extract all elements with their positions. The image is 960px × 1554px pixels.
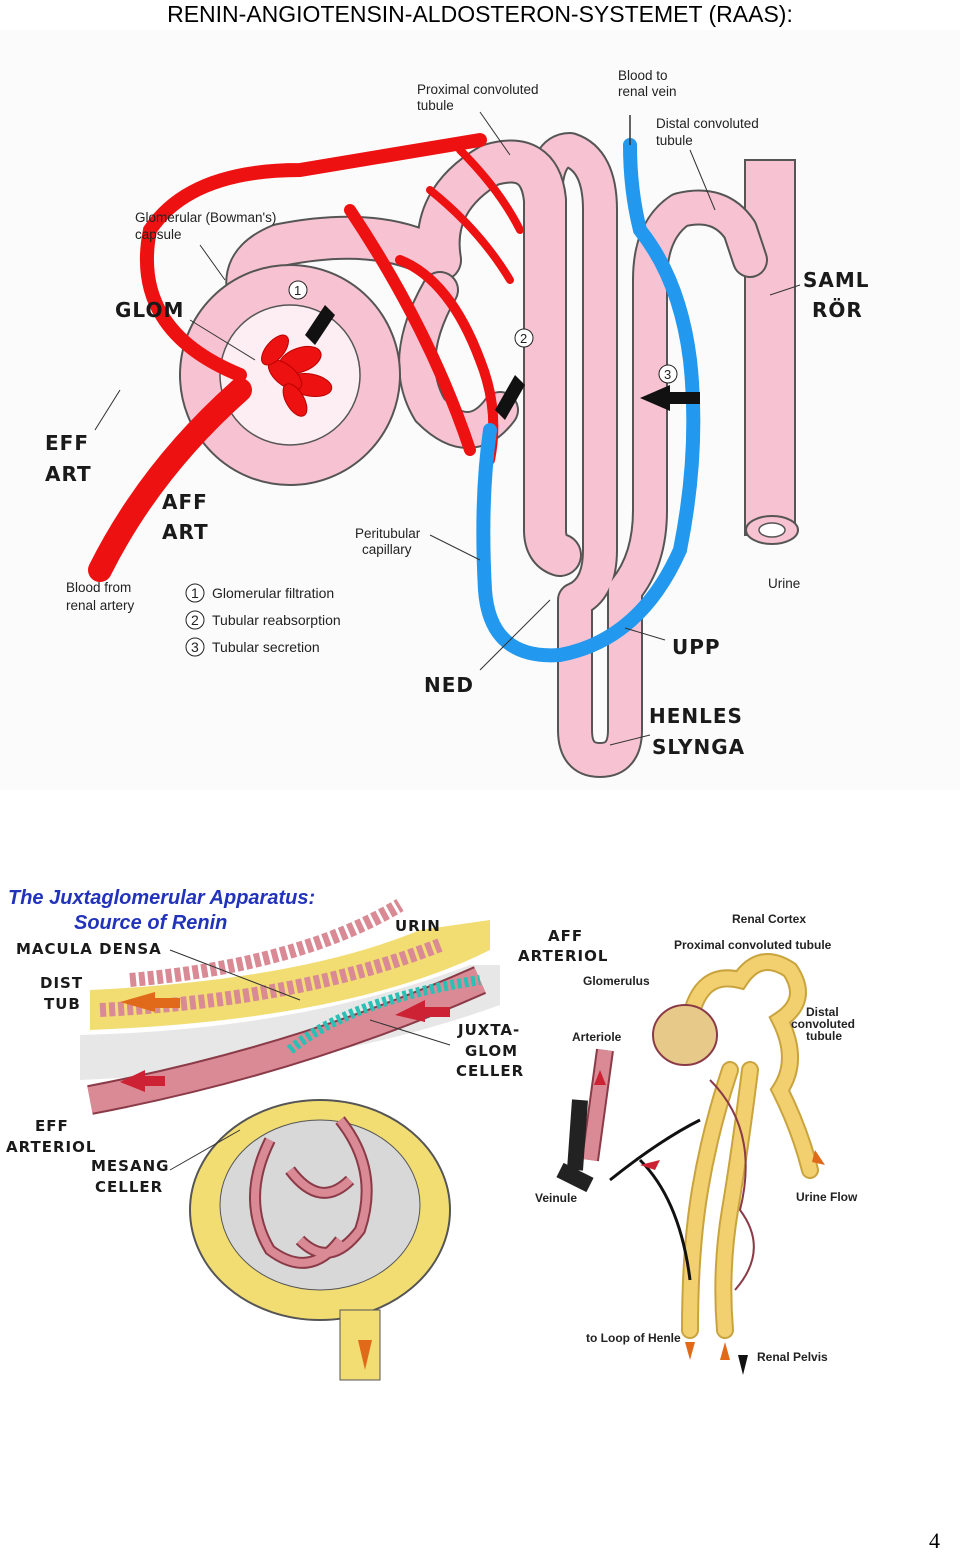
jga-diagram: The Juxtaglomerular Apparatus: Source of… bbox=[6, 887, 858, 1381]
label-glomerulus: Glomerulus bbox=[583, 974, 650, 988]
label-eff-arteriol-2: ARTERIOL bbox=[6, 1138, 96, 1156]
legend-text-3: Tubular secretion bbox=[212, 639, 320, 655]
label-proximal-2: tubule bbox=[417, 98, 454, 113]
page-number: 4 bbox=[929, 1528, 940, 1553]
jga-title-1: The Juxtaglomerular Apparatus: bbox=[8, 887, 315, 909]
label-renal-pelvis: Renal Pelvis bbox=[757, 1350, 828, 1364]
step-3-label: 3 bbox=[664, 367, 671, 382]
label-distal-c2: convoluted bbox=[791, 1017, 855, 1031]
legend: 1 Glomerular filtration 2 Tubular reabso… bbox=[185, 583, 341, 657]
jga-title-2: Source of Renin bbox=[74, 912, 227, 934]
label-aff-arteriol-2: ARTERIOL bbox=[518, 947, 608, 965]
label-juxta-2: GLOM bbox=[465, 1042, 518, 1060]
label-aff-art: ART bbox=[162, 520, 209, 544]
label-urin: URIN bbox=[395, 917, 441, 935]
label-distal-c1: Distal bbox=[806, 1005, 839, 1019]
label-distal-c3: tubule bbox=[806, 1029, 842, 1043]
label-urine-flow: Urine Flow bbox=[796, 1190, 858, 1204]
step-1-label: 1 bbox=[294, 283, 301, 298]
label-peritubular-1: Peritubular bbox=[355, 526, 421, 541]
label-proximal-cortex: Proximal convoluted tubule bbox=[674, 938, 832, 952]
legend-num-1: 1 bbox=[191, 585, 199, 601]
label-blood-artery-1: Blood from bbox=[66, 580, 131, 595]
label-eff-arteriol-1: EFF bbox=[35, 1117, 69, 1135]
label-peritubular-2: capillary bbox=[362, 542, 412, 557]
label-juxta-1: JUXTA- bbox=[457, 1021, 520, 1039]
label-blood-artery-2: renal artery bbox=[66, 598, 135, 613]
label-bowman-1: Glomerular (Bowman's) bbox=[135, 210, 276, 225]
label-blood-vein-1: Blood to bbox=[618, 68, 668, 83]
label-aff-arteriol-1: AFF bbox=[548, 927, 583, 945]
label-distal-1: Distal convoluted bbox=[656, 116, 759, 131]
label-upp: UPP bbox=[672, 635, 721, 659]
legend-text-1: Glomerular filtration bbox=[212, 585, 334, 601]
legend-num-2: 2 bbox=[191, 612, 199, 628]
arterial-vessels bbox=[88, 133, 524, 582]
label-ror: RÖR bbox=[812, 298, 863, 322]
label-distal-2: tubule bbox=[656, 133, 693, 148]
label-glom: GLOM bbox=[115, 298, 184, 322]
label-slynga: SLYNGA bbox=[652, 735, 745, 759]
label-mesang-1: MESANG bbox=[91, 1157, 169, 1175]
label-macula-densa: MACULA DENSA bbox=[16, 940, 162, 958]
label-renal-cortex: Renal Cortex bbox=[732, 912, 806, 926]
label-proximal-1: Proximal convoluted bbox=[417, 82, 539, 97]
process-arrows bbox=[305, 305, 700, 420]
label-aff: AFF bbox=[162, 490, 208, 514]
label-urine: Urine bbox=[768, 576, 800, 591]
collecting-duct bbox=[744, 159, 796, 536]
label-loop: to Loop of Henle bbox=[586, 1331, 681, 1345]
legend-num-3: 3 bbox=[191, 639, 199, 655]
step-markers: 1 2 3 bbox=[288, 280, 678, 384]
label-juxta-3: CELLER bbox=[456, 1062, 524, 1080]
label-ned: NED bbox=[424, 673, 474, 697]
page-title: RENIN-ANGIOTENSIN-ALDOSTERON-SYSTEMET (R… bbox=[167, 1, 793, 27]
label-blood-vein-2: renal vein bbox=[618, 84, 677, 99]
label-bowman-2: capsule bbox=[135, 227, 182, 242]
label-eff-art: ART bbox=[45, 462, 92, 486]
jga-pointer-lines bbox=[169, 949, 451, 1171]
label-dist: DIST bbox=[40, 974, 83, 992]
cortex-diagram bbox=[556, 953, 825, 1375]
label-mesang-2: CELLER bbox=[95, 1178, 163, 1196]
step-2-label: 2 bbox=[520, 331, 527, 346]
nephron-diagram: 1 2 3 Proximal convoluted tubule Blood t… bbox=[0, 30, 960, 790]
label-eff: EFF bbox=[45, 431, 89, 455]
label-arteriole: Arteriole bbox=[572, 1030, 622, 1044]
peritubular-vein bbox=[476, 138, 701, 663]
label-veinule: Veinule bbox=[535, 1191, 577, 1205]
pointer-lines bbox=[94, 111, 801, 746]
label-henles: HENLES bbox=[649, 704, 743, 728]
label-saml: SAML bbox=[803, 268, 870, 292]
glomerulus bbox=[261, 334, 333, 417]
legend-text-2: Tubular reabsorption bbox=[212, 612, 341, 628]
label-tub: TUB bbox=[44, 995, 81, 1013]
